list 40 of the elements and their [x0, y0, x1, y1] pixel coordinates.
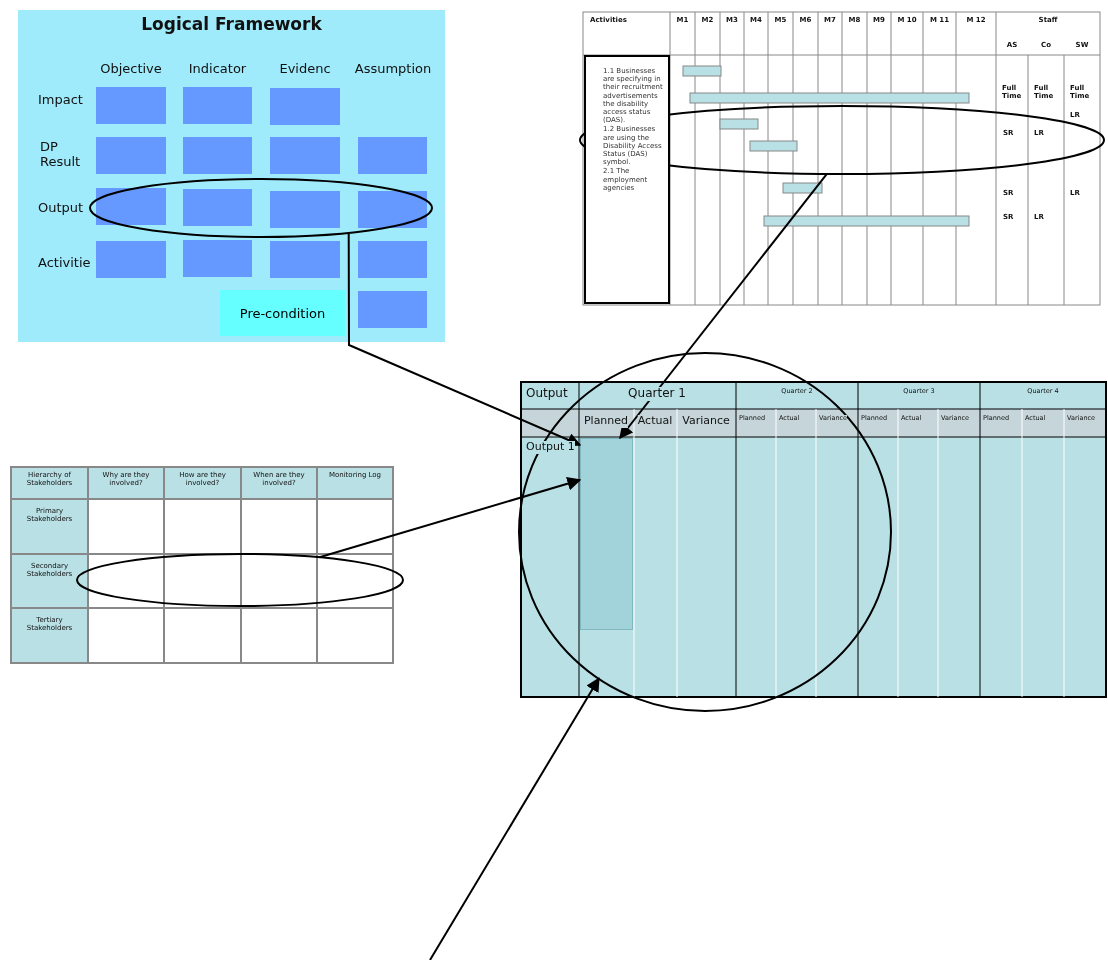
logframe-box	[358, 191, 427, 228]
panel-title: Logical Framework	[140, 15, 323, 35]
column-header: Output	[526, 387, 568, 401]
logframe-box	[183, 240, 252, 277]
precondition-box: Pre-condition	[220, 290, 345, 336]
logframe-box	[358, 241, 427, 278]
logframe-box	[270, 241, 340, 278]
column-header: Indicator	[187, 62, 248, 77]
arrow	[619, 172, 828, 440]
logframe-box	[183, 87, 252, 124]
logframe-box	[183, 137, 252, 174]
logframe-box	[358, 291, 427, 328]
arrow	[429, 677, 600, 960]
logframe-panel	[18, 10, 445, 342]
column-header: Assumption	[353, 62, 433, 77]
row-header: DP Result	[40, 140, 80, 170]
table-cell	[580, 438, 633, 630]
row-header: Activitie	[38, 256, 92, 271]
highlight-circle	[518, 352, 892, 712]
logframe-box	[358, 137, 427, 174]
logframe-box	[96, 137, 166, 174]
highlight-ellipse	[89, 178, 433, 238]
row-header: Output	[38, 201, 85, 216]
column-header: Objective	[99, 62, 163, 77]
logframe-box	[183, 189, 252, 226]
logframe-box	[270, 88, 340, 125]
logframe-box	[96, 87, 166, 124]
column-header: Quarter 1	[628, 387, 686, 401]
highlight-ellipse	[76, 553, 404, 607]
column-header: Planned	[583, 415, 629, 428]
row-header: Output 1	[526, 441, 575, 454]
column-header: Evidenc	[278, 62, 332, 77]
logframe-box	[270, 137, 340, 174]
arrow	[347, 231, 582, 447]
row-header: Impact	[38, 93, 84, 108]
activities-box	[584, 55, 670, 304]
logframe-box	[96, 241, 166, 278]
arrow	[318, 476, 582, 559]
logframe-box	[270, 191, 340, 228]
logframe-box	[96, 188, 166, 225]
